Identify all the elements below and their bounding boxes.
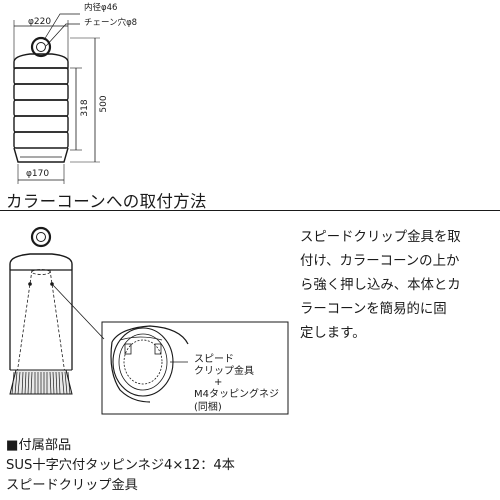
section-title: カラーコーンへの取付方法 (6, 192, 207, 211)
dim-top-width-label: φ220 (28, 17, 51, 27)
body-band-1 (13, 67, 69, 85)
install-ring-inner (36, 232, 46, 242)
callout-line-4: M4タッピングネジ (194, 387, 279, 400)
ring-outer (30, 36, 52, 58)
parts-item-screw: SUS十字穴付タッピンネジ4×12：4本 (6, 458, 235, 473)
dim-total-height-label: 500 (99, 95, 109, 112)
detail-frame (101, 321, 289, 415)
dim-bottom-width-label: φ170 (26, 169, 49, 179)
body-band-3 (13, 99, 69, 117)
description-line: 付け、カラーコーンの上か (300, 254, 460, 269)
detail-leader (51, 283, 105, 340)
body-band-5 (13, 131, 69, 149)
cap-shape (13, 53, 69, 69)
body-band-2 (13, 83, 69, 101)
body-band-4 (13, 115, 69, 133)
section-divider (0, 210, 500, 211)
description-line: ラーコーンを簡易的に固 (300, 302, 447, 317)
hidden-cone-left (16, 269, 33, 375)
detail-clip-drawing (110, 325, 189, 403)
description-line: ら強く押し込み、本体とカ (300, 278, 461, 293)
color-cone-hatch (9, 369, 73, 395)
callout-line-3: + (214, 377, 222, 388)
callout-line-1: スピード (194, 353, 234, 365)
dim-inner-dia-label: 内径φ46 (84, 2, 117, 13)
install-ring-outer (30, 226, 52, 248)
installation-description: スピードクリップ金具を取 付け、カラーコーンの上か ら強く押し込み、本体とカ ラ… (300, 226, 496, 346)
description-line: 定します。 (300, 326, 366, 341)
installation-drawing: スピード クリップ金具 + M4タッピングネジ (同梱) (9, 226, 289, 415)
hidden-cone-right (49, 269, 66, 375)
chain-hole-leader (45, 23, 80, 47)
hidden-cone-top (31, 269, 51, 275)
included-parts: ■付属部品 SUS十字穴付タッピンネジ4×12：4本 スピードクリップ金具 (6, 436, 235, 496)
inner-dia-leader (43, 13, 80, 41)
parts-heading: ■付属部品 (6, 438, 72, 453)
base-taper (13, 147, 69, 163)
parts-item-clip: スピードクリップ金具 (6, 478, 138, 493)
callout-line-2: クリップ金具 (194, 364, 254, 377)
dim-body-height-label: 318 (80, 99, 90, 116)
clip-marker-left (28, 282, 32, 286)
product-dimension-drawing: φ220 内径φ46 チェーン穴φ8 500 318 φ170 (13, 2, 137, 184)
ring-inner (36, 42, 46, 52)
install-cap (9, 253, 73, 270)
dim-chain-hole-label: チェーン穴φ8 (84, 17, 137, 28)
description-line: スピードクリップ金具を取 (300, 230, 461, 245)
callout-line-5: (同梱) (194, 400, 222, 413)
